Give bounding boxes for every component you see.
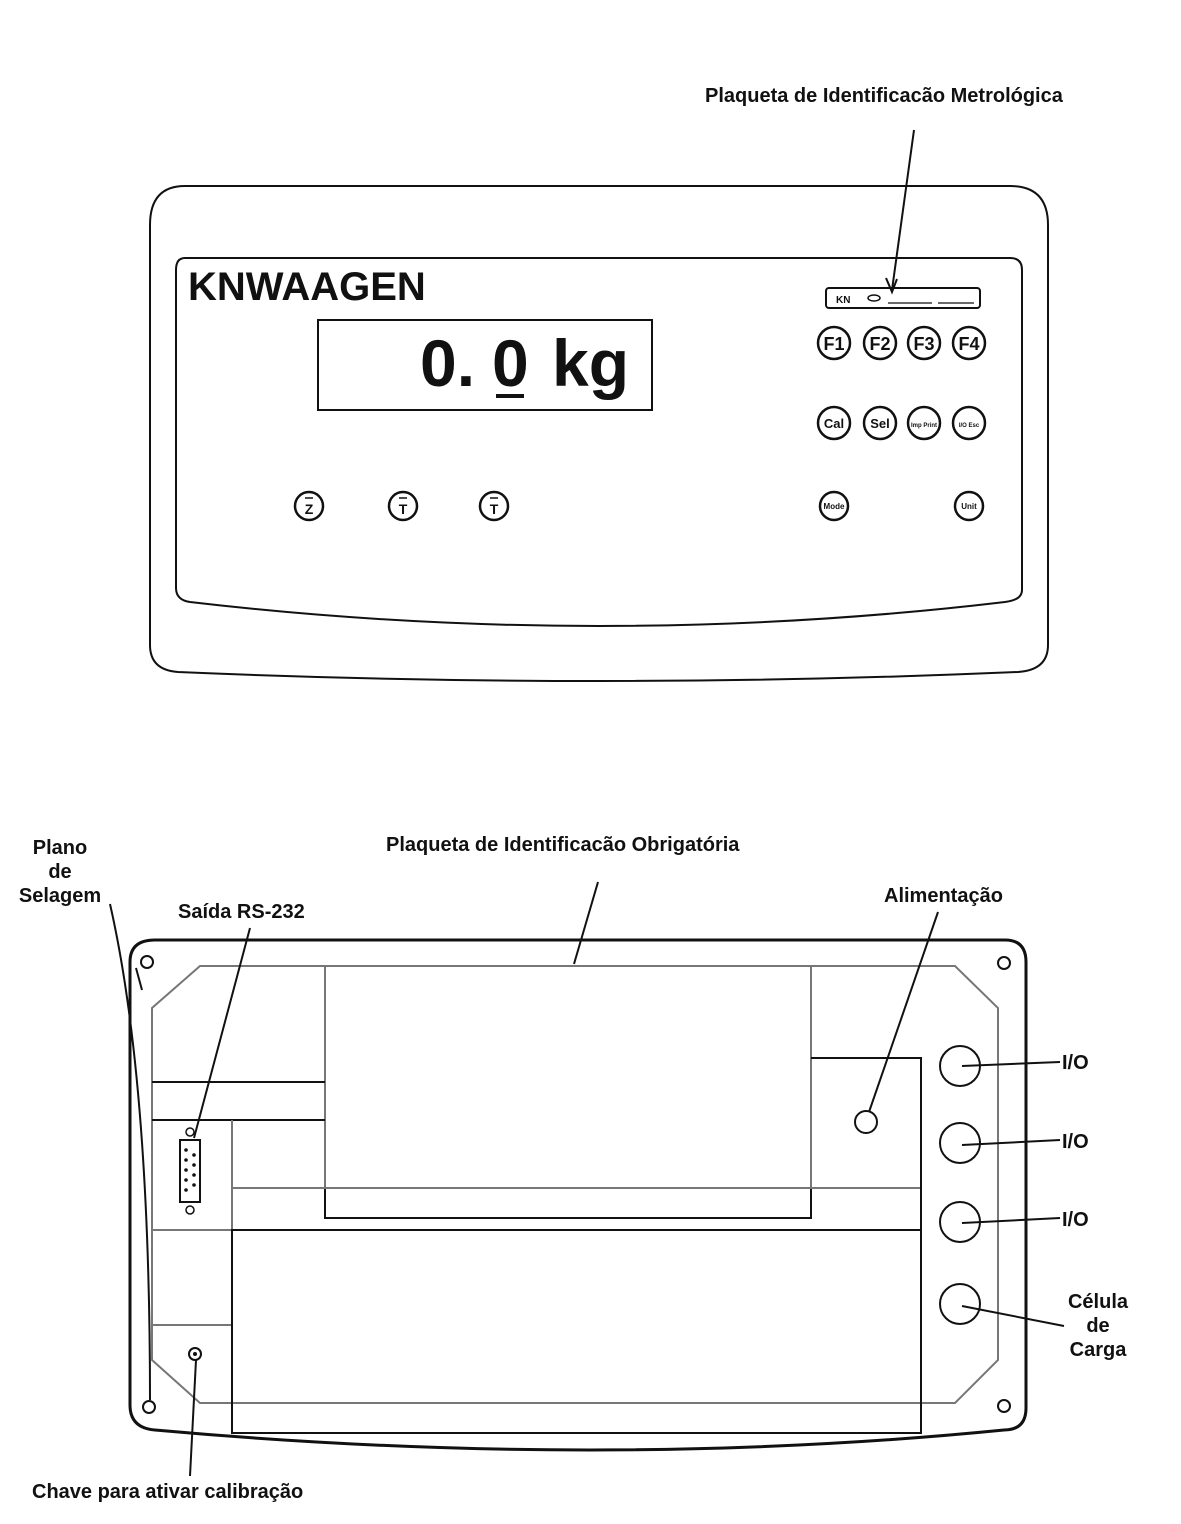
rear-lower-compartment xyxy=(231,1229,922,1434)
svg-text:F3: F3 xyxy=(913,334,934,354)
weight-display xyxy=(317,319,653,411)
arrow-calibration-switch xyxy=(189,1359,197,1477)
svg-text:Sel: Sel xyxy=(870,416,890,431)
svg-text:Cal: Cal xyxy=(824,416,844,431)
key-sel[interactable]: Sel xyxy=(862,405,898,441)
arrow-io-2 xyxy=(961,1139,1061,1146)
arrow-rs232 xyxy=(193,927,251,1139)
front-panel-outer-housing xyxy=(149,185,1049,682)
label-sealing-plane-2: de xyxy=(48,861,71,883)
svg-text:T: T xyxy=(490,501,499,517)
rear-panel xyxy=(128,938,1028,1452)
power-compartment xyxy=(811,1057,922,1230)
arrow-mandatory-plate xyxy=(573,881,599,965)
svg-text:Imp Print: Imp Print xyxy=(911,423,937,429)
eye-icon xyxy=(867,294,881,302)
label-io-2: I/O xyxy=(1062,1131,1089,1153)
svg-text:F1: F1 xyxy=(823,334,844,354)
arrow-metrological-plate xyxy=(891,129,915,291)
key-tare-1[interactable]: T xyxy=(387,490,419,522)
rs232-connector xyxy=(179,1127,201,1215)
svg-text:Z: Z xyxy=(305,501,314,517)
key-mode[interactable]: Mode xyxy=(818,490,850,522)
display-unit: kg xyxy=(552,326,629,400)
screw-bottom-right xyxy=(997,1399,1011,1413)
key-zero[interactable]: Z xyxy=(293,490,325,522)
key-unit[interactable]: Unit xyxy=(953,490,985,522)
key-print[interactable]: Imp Print xyxy=(906,405,942,441)
svg-text:F4: F4 xyxy=(958,334,979,354)
key-cal[interactable]: Cal xyxy=(816,405,852,441)
key-f1[interactable]: F1 xyxy=(816,325,852,361)
load-cell-connector xyxy=(939,1283,981,1325)
arrow-load-cell xyxy=(961,1305,1065,1327)
rear-panel-inner-plate xyxy=(151,965,999,1404)
mandatory-plate-inner xyxy=(324,965,812,1189)
key-f4[interactable]: F4 xyxy=(951,325,987,361)
arrow-io-3 xyxy=(961,1217,1061,1224)
rear-panel-outer-housing xyxy=(128,938,1028,1452)
display-decimal: 0 xyxy=(492,326,529,400)
display-integer: 0. xyxy=(420,326,475,400)
svg-text:F2: F2 xyxy=(869,334,890,354)
label-sealing-plane-1: Plano xyxy=(33,837,87,859)
label-load-cell-2: de xyxy=(1086,1315,1109,1337)
screw-bottom-left xyxy=(142,1400,156,1414)
label-metrological-plate: Plaqueta de Identificacão Metrológica xyxy=(705,85,1064,107)
arrow-power xyxy=(868,911,939,1113)
label-io-1: I/O xyxy=(1062,1052,1089,1074)
screw-top-right xyxy=(997,956,1011,970)
key-f3[interactable]: F3 xyxy=(906,325,942,361)
power-connector xyxy=(854,1110,878,1134)
label-load-cell-3: Carga xyxy=(1070,1339,1128,1361)
mandatory-identification-plate xyxy=(324,965,812,1219)
key-esc[interactable]: I/O Esc xyxy=(951,405,987,441)
key-tare-2[interactable]: T xyxy=(478,490,510,522)
label-power: Alimentação xyxy=(884,885,1003,907)
front-panel: KNWAAGEN 0. 0 kg KN F1 F2 F3 F4 xyxy=(149,185,1049,682)
metrological-plate-text: KN xyxy=(836,295,850,306)
svg-text:I/O Esc: I/O Esc xyxy=(959,423,980,429)
label-load-cell-1: Célula xyxy=(1068,1291,1129,1313)
io-connector-2 xyxy=(939,1122,981,1164)
label-calibration-switch: Chave para ativar calibração xyxy=(32,1481,303,1503)
key-f2[interactable]: F2 xyxy=(862,325,898,361)
arrow-io-1 xyxy=(961,1061,1061,1067)
label-rs232-output: Saída RS-232 xyxy=(178,901,305,923)
screw-top-left xyxy=(140,955,154,969)
svg-text:T: T xyxy=(399,501,408,517)
label-sealing-plane-3: Selagem xyxy=(19,885,101,907)
svg-text:Mode: Mode xyxy=(824,502,845,511)
label-mandatory-plate: Plaqueta de Identificacão Obrigatória xyxy=(386,834,740,856)
label-io-3: I/O xyxy=(1062,1209,1089,1231)
brand-logo: KNWAAGEN xyxy=(188,265,426,309)
front-panel-inner-panel xyxy=(175,257,1023,627)
svg-text:Unit: Unit xyxy=(961,502,977,511)
arrow-sealing-plane xyxy=(109,903,151,1401)
